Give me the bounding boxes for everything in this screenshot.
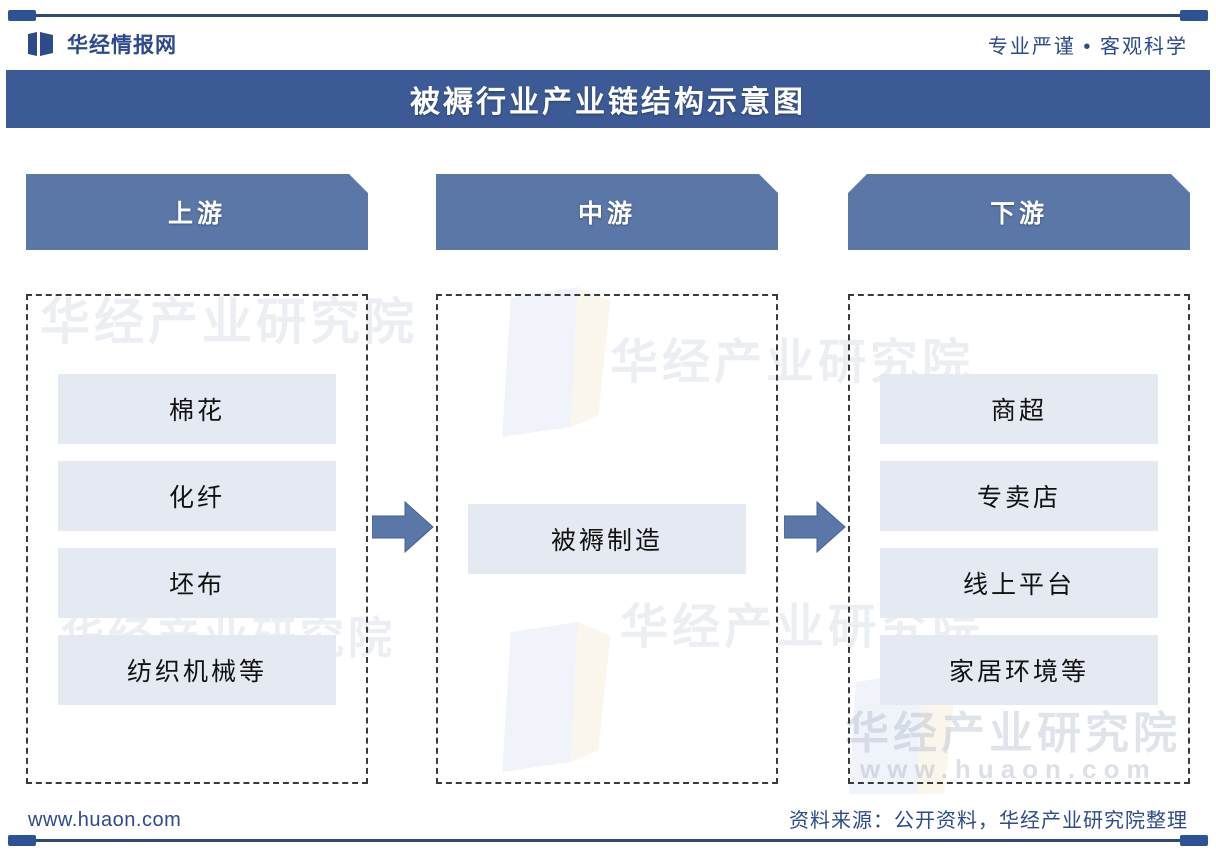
brand-name: 华经情报网: [67, 34, 177, 57]
stage-body-midstream: 被褥制造: [436, 294, 778, 784]
footer: www.huaon.com 资料来源：公开资料，华经产业研究院整理: [0, 794, 1216, 856]
chain-node[interactable]: 商超: [880, 373, 1158, 444]
top-divider-cap-right: [1180, 10, 1208, 21]
stage-item-list-downstream: 商超 专卖店 线上平台 家居环境等: [880, 296, 1158, 782]
footer-divider: [8, 835, 1208, 846]
stage-header-upstream[interactable]: 上游: [26, 174, 368, 250]
book-mark-icon: [28, 32, 53, 56]
footer-source-note: 资料来源：公开资料，华经产业研究院整理: [789, 810, 1188, 832]
chain-node[interactable]: 坯布: [58, 547, 336, 618]
stage-body-downstream: 商超 专卖店 线上平台 家居环境等: [848, 294, 1190, 784]
chain-node[interactable]: 棉花: [58, 373, 336, 444]
footer-divider-cap-left: [8, 835, 36, 846]
stage-column-midstream: 中游 被褥制造: [436, 132, 778, 794]
chain-node-label: 被褥制造: [550, 527, 663, 555]
footer-site-link[interactable]: www.huaon.com: [28, 809, 182, 831]
chain-node-label: 棉花: [168, 396, 225, 425]
right-arrow-icon: [372, 500, 434, 554]
stage-column-upstream: 上游 棉花 化纤 坯布 纺织机械等: [26, 132, 368, 794]
chain-node-label: 坯布: [168, 570, 225, 599]
stage-header-label: 下游: [989, 200, 1048, 228]
chain-node[interactable]: 专卖店: [880, 460, 1158, 531]
chain-node[interactable]: 化纤: [58, 460, 336, 531]
stage-body-upstream: 棉花 化纤 坯布 纺织机械等: [26, 294, 368, 784]
chain-node-label: 商超: [990, 396, 1047, 425]
chain-node-label: 专卖店: [976, 483, 1061, 512]
page-title: 被褥行业产业链结构示意图: [410, 86, 806, 119]
stage-header-label: 上游: [167, 200, 226, 228]
top-divider: [8, 10, 1208, 21]
chain-node[interactable]: 被褥制造: [468, 504, 746, 574]
industry-chain-diagram: 上游 棉花 化纤 坯布 纺织机械等: [0, 132, 1216, 794]
stage-header-label: 中游: [577, 200, 636, 228]
brand-row: 华经情报网 专业严谨 • 客观科学: [0, 22, 1216, 66]
chain-node-label: 纺织机械等: [126, 657, 267, 686]
stage-column-downstream: 下游 商超 专卖店 线上平台 家居环境等: [848, 132, 1190, 794]
right-arrow-icon: [784, 500, 846, 554]
chain-node-label: 家居环境等: [948, 657, 1089, 686]
chain-node[interactable]: 家居环境等: [880, 634, 1158, 705]
stage-header-midstream[interactable]: 中游: [436, 174, 778, 250]
chain-node[interactable]: 线上平台: [880, 547, 1158, 618]
brand-logo[interactable]: 华经情报网: [28, 22, 177, 66]
stage-header-downstream[interactable]: 下游: [848, 174, 1190, 250]
stage-item-list-upstream: 棉花 化纤 坯布 纺织机械等: [58, 296, 336, 782]
chain-node-label: 化纤: [168, 483, 225, 512]
title-banner: 被褥行业产业链结构示意图: [6, 70, 1210, 128]
stage-item-list-midstream: 被褥制造: [468, 296, 746, 782]
top-divider-cap-left: [8, 10, 36, 21]
chain-node-label: 线上平台: [962, 570, 1075, 599]
brand-tagline: 专业严谨 • 客观科学: [987, 35, 1188, 58]
chain-node[interactable]: 纺织机械等: [58, 634, 336, 705]
footer-divider-cap-right: [1180, 835, 1208, 846]
